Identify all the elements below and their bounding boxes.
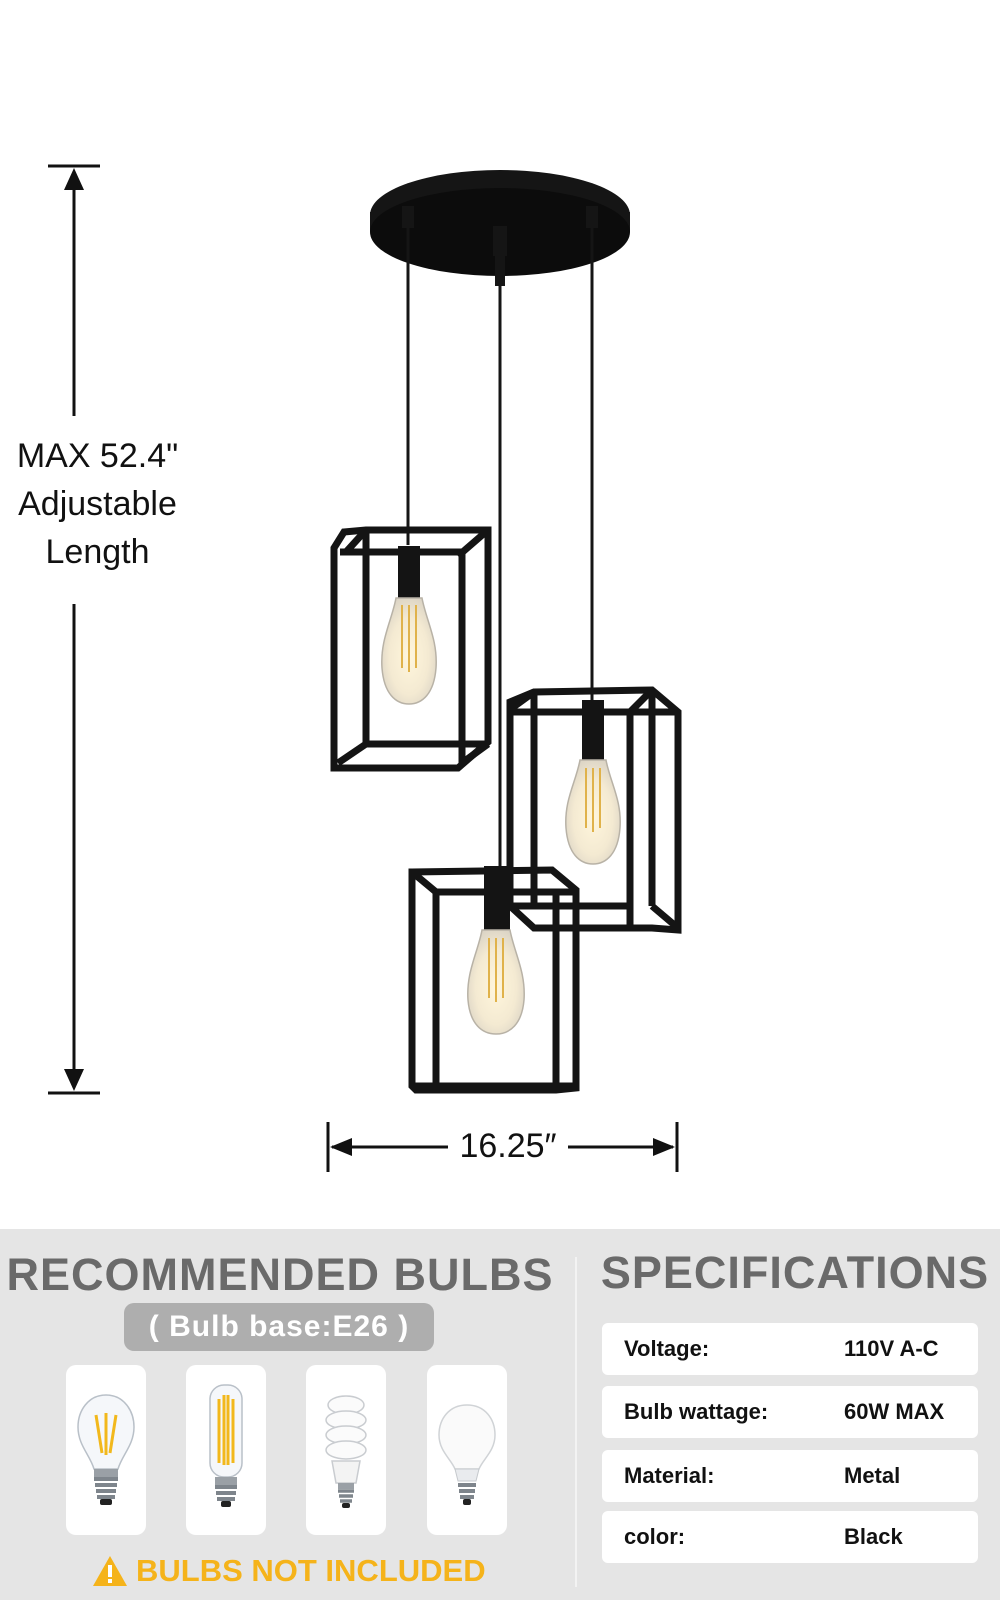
height-line-2: Adjustable [18,485,177,523]
warning-icon [92,1555,128,1587]
led-a19-bulb-card [427,1365,507,1535]
left-cage-shade [330,526,492,772]
spec-key: Voltage: [624,1336,710,1361]
bulbs-not-included-warning: BULBS NOT INCLUDED [92,1549,512,1589]
led-filament-tubular-bulb-icon [209,1384,243,1507]
spec-row-color: color: Black [602,1511,978,1563]
led-filament-a19-bulb-card [66,1365,146,1535]
height-line-1: MAX 52.4" [16,437,179,475]
panel-divider [575,1257,577,1587]
ceiling-canopy [370,170,630,286]
center-cage-shade [408,866,580,1094]
spec-key: Material: [624,1463,715,1488]
width-dimension-label: 16.25″ [448,1126,568,1166]
spec-row-material: Material: Metal [602,1450,978,1502]
pendant-light-illustration [48,164,682,1172]
led-filament-tubular-bulb-card [186,1365,266,1535]
spec-key: color: [624,1524,686,1549]
info-panel: RECOMMENDED BULBS ( Bulb base:E26 ) [0,1229,1000,1600]
spec-row-bulb-wattage: Bulb wattage: 60W MAX [602,1386,978,1438]
height-dimension-arrow [48,164,100,1095]
width-dimension-arrow [326,1122,679,1172]
cfl-spiral-bulb-card [306,1365,386,1535]
warning-text: BULBS NOT INCLUDED [136,1552,486,1588]
spec-value: Metal [844,1463,901,1488]
spec-row-voltage: Voltage: 110V A-C [602,1323,978,1375]
specifications-title: SPECIFICATIONS [600,1247,990,1298]
suspension-cords [406,226,594,870]
left-bulb [381,546,437,705]
height-line-3: Length [45,533,150,571]
led-filament-a19-bulb-icon [77,1394,135,1505]
cfl-spiral-bulb-icon [325,1395,367,1508]
right-bulb [565,700,621,865]
spec-key: Bulb wattage: [624,1399,769,1424]
spec-value: 60W MAX [844,1399,945,1424]
right-cage-shade [506,686,682,934]
led-a19-bulb-icon [438,1404,496,1505]
spec-value: 110V A-C [844,1336,939,1361]
recommended-bulbs-title: RECOMMENDED BULBS [6,1249,554,1300]
spec-value: Black [844,1524,903,1549]
product-illustration-area: MAX 52.4" Adjustable Length 16.25″ [0,164,682,1172]
center-bulb [467,866,525,1035]
bulb-base-badge: ( Bulb base:E26 ) [124,1303,434,1351]
height-dimension-label: MAX 52.4" Adjustable Length [0,432,195,576]
